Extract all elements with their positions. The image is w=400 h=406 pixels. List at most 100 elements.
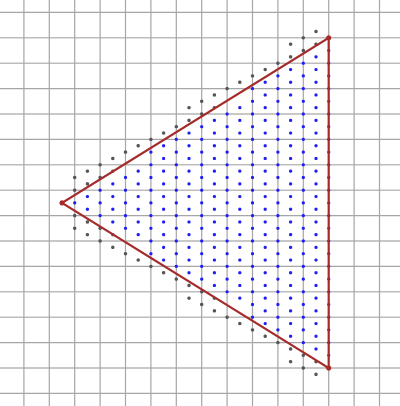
inside-sample-point — [276, 239, 280, 243]
inside-sample-point — [225, 201, 229, 205]
outside-sample-point — [225, 315, 229, 319]
inside-sample-point — [212, 283, 216, 288]
inside-sample-point — [314, 169, 318, 173]
inside-sample-point — [162, 169, 166, 173]
outside-sample-point — [314, 29, 318, 34]
inside-sample-point — [314, 347, 318, 351]
inside-sample-point — [98, 214, 102, 218]
inside-sample-point — [225, 226, 229, 230]
inside-sample-point — [200, 188, 204, 192]
inside-sample-point — [212, 194, 216, 199]
inside-sample-point — [276, 175, 280, 180]
inside-sample-point — [276, 150, 280, 154]
outside-sample-point — [85, 169, 90, 173]
inside-sample-point — [149, 226, 153, 230]
inside-sample-point — [111, 207, 115, 211]
inside-sample-point — [123, 188, 128, 192]
outside-sample-point — [187, 118, 191, 123]
outside-sample-point — [149, 137, 153, 142]
inside-sample-point — [136, 169, 140, 173]
inside-sample-point — [238, 144, 242, 148]
inside-sample-point — [212, 118, 216, 122]
inside-sample-point — [162, 207, 166, 211]
inside-samples — [73, 48, 331, 357]
outside-sample-point — [73, 213, 77, 218]
inside-sample-point — [149, 163, 153, 167]
outside-sample-point — [85, 182, 90, 186]
inside-sample-point — [301, 264, 305, 268]
inside-sample-point — [301, 302, 305, 307]
inside-sample-point — [136, 194, 140, 199]
outside-sample-point — [73, 175, 77, 180]
inside-sample-point — [98, 201, 102, 205]
inside-sample-point — [263, 271, 267, 275]
outside-sample-point — [73, 188, 77, 192]
inside-sample-point — [314, 55, 318, 59]
inside-sample-point — [263, 131, 267, 135]
inside-sample-point — [250, 239, 255, 243]
inside-sample-point — [276, 290, 280, 294]
inside-sample-point — [174, 239, 178, 243]
inside-sample-point — [314, 233, 318, 237]
inside-sample-point — [136, 233, 140, 237]
inside-sample-point — [187, 131, 191, 135]
inside-sample-point — [276, 277, 280, 281]
triangle — [59, 35, 332, 371]
inside-sample-point — [263, 296, 267, 300]
inside-sample-point — [174, 226, 178, 230]
inside-sample-point — [162, 156, 166, 161]
inside-sample-point — [301, 239, 305, 243]
inside-sample-point — [289, 106, 293, 110]
inside-sample-point — [149, 188, 153, 192]
outside-sample-point — [288, 55, 293, 59]
inside-sample-point — [162, 258, 166, 262]
inside-sample-point — [238, 182, 242, 186]
inside-sample-point — [276, 252, 280, 256]
inside-sample-point — [314, 283, 318, 288]
inside-sample-point — [174, 163, 178, 167]
inside-sample-point — [301, 163, 305, 167]
outside-sample-point — [301, 48, 305, 53]
inside-sample-point — [314, 309, 318, 313]
inside-sample-point — [238, 245, 242, 249]
inside-sample-point — [289, 80, 293, 84]
outside-sample-point — [288, 42, 293, 46]
inside-sample-point — [250, 264, 255, 268]
inside-sample-point — [289, 194, 293, 199]
inside-sample-point — [149, 214, 153, 218]
outside-sample-point — [111, 156, 115, 161]
inside-sample-point — [250, 315, 255, 319]
inside-sample-point — [289, 156, 293, 161]
outside-sample-point — [276, 61, 280, 65]
inside-sample-point — [250, 163, 255, 167]
inside-sample-point — [187, 169, 191, 173]
inside-sample-point — [314, 334, 318, 338]
inside-sample-point — [276, 125, 280, 129]
inside-sample-point — [200, 264, 204, 268]
inside-sample-point — [250, 87, 255, 91]
inside-sample-point — [301, 125, 305, 129]
inside-sample-point — [276, 188, 280, 192]
inside-sample-point — [250, 175, 255, 180]
inside-sample-point — [200, 226, 204, 230]
outside-sample-point — [301, 353, 305, 357]
inside-sample-point — [225, 150, 229, 154]
inside-sample-point — [289, 169, 293, 173]
inside-sample-point — [136, 207, 140, 211]
outside-sample-point — [136, 258, 140, 262]
outside-sample-point — [288, 359, 293, 364]
inside-sample-point — [238, 271, 242, 275]
inside-sample-point — [314, 144, 318, 148]
inside-sample-point — [174, 188, 178, 192]
inside-sample-point — [212, 207, 216, 211]
outside-sample-point — [98, 163, 102, 167]
outside-sample-point — [174, 277, 178, 281]
inside-sample-point — [301, 74, 305, 78]
inside-sample-point — [111, 182, 115, 186]
inside-sample-point — [301, 61, 305, 65]
inside-sample-point — [289, 182, 293, 186]
inside-sample-point — [314, 156, 318, 161]
inside-sample-point — [149, 252, 153, 256]
inside-sample-point — [276, 87, 280, 91]
